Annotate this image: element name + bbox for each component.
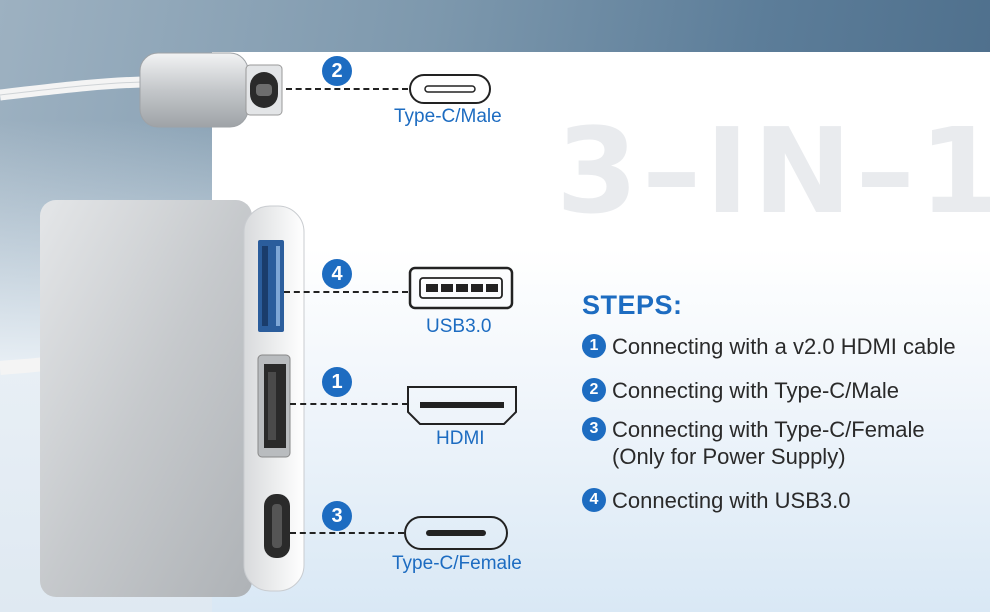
step-text: Connecting with Type-C/Female — [612, 417, 925, 442]
port-label-usb3: USB3.0 — [426, 316, 492, 337]
hdmi-port-icon — [407, 386, 517, 425]
type-c-plug — [139, 52, 249, 128]
port-label-type-c-female: Type-C/Female — [392, 553, 522, 574]
step-number: 1 — [582, 334, 606, 358]
callout-number-hdmi: 1 — [322, 367, 352, 397]
port-label-type-c-male: Type-C/Male — [394, 106, 502, 127]
callout-number-usb3: 4 — [322, 259, 352, 289]
step-text: Connecting with Type-C/Male — [612, 378, 899, 403]
port-label-hdmi: HDMI — [436, 428, 485, 449]
steps-title: STEPS: — [582, 290, 683, 320]
type-c-male-port-icon — [409, 74, 491, 104]
callout-number-type-c-female: 3 — [322, 501, 352, 531]
step-number: 4 — [582, 488, 606, 512]
callout-number-type-c-male: 2 — [322, 56, 352, 86]
step-number: 3 — [582, 417, 606, 441]
step-item: 4 Connecting with USB3.0 — [582, 486, 850, 516]
step-item: 2 Connecting with Type-C/Male — [582, 376, 899, 406]
cable — [0, 76, 151, 101]
step-text: Connecting with a v2.0 HDMI cable — [612, 334, 956, 359]
step-text: Connecting with USB3.0 — [612, 488, 851, 513]
step-item: 3 Connecting with Type-C/Female — [582, 415, 925, 445]
leader-line-type-c-male — [286, 88, 408, 90]
step-note: (Only for Power Supply) — [612, 444, 846, 469]
step-number: 2 — [582, 378, 606, 402]
leader-line-type-c-female — [290, 532, 404, 534]
leader-line-hdmi — [290, 403, 408, 405]
usb-a-slot — [258, 240, 284, 332]
hero-title: 3–IN–1 — [556, 102, 990, 240]
step-item: 1 Connecting with a v2.0 HDMI cable — [582, 332, 956, 362]
type-c-female-port-icon — [404, 516, 508, 550]
hub-body — [40, 200, 252, 597]
usb3-port-icon — [408, 266, 514, 310]
leader-line-usb3 — [284, 291, 408, 293]
